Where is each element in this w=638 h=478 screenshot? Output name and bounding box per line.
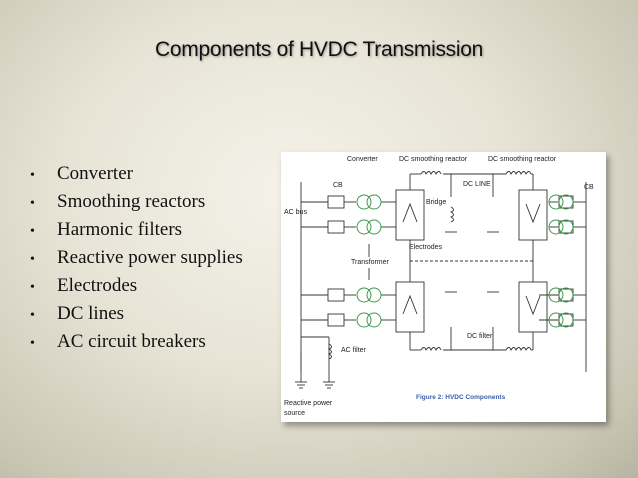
label-converter: Converter [347, 156, 378, 163]
label-dc-filter: DC filter [467, 333, 493, 340]
bullet-item: •Smoothing reactors [30, 191, 206, 212]
bullet-item: •Converter [30, 163, 133, 184]
slide-title: Components of HVDC Transmission [155, 38, 483, 61]
figure-caption: Figure 2: HVDC Components [416, 394, 506, 401]
bullet-list: •Converter •Smoothing reactors •Harmonic… [30, 160, 243, 356]
hvdc-diagram: Converter DC smoothing reactor DC smooth… [281, 152, 606, 422]
label-cb-right: CB [584, 184, 594, 191]
label-reactive-power: Reactive power [284, 400, 333, 407]
label-dc-smoothing-reactor-1: DC smoothing reactor [399, 156, 468, 163]
label-ac-bus: AC bus [284, 209, 307, 216]
label-dc-smoothing-reactor-2: DC smoothing reactor [488, 156, 557, 163]
bullet-item: •AC circuit breakers [30, 331, 206, 352]
label-dc-line: DC LINE [463, 181, 491, 188]
label-reactive-power-source: source [284, 410, 305, 417]
label-cb-left: CB [333, 182, 343, 189]
label-transformer: Transformer [351, 259, 390, 266]
hvdc-diagram-svg: Converter DC smoothing reactor DC smooth… [284, 156, 594, 417]
label-bridge: Bridge [426, 199, 446, 206]
bullet-item: •Electrodes [30, 275, 138, 296]
bullet-item: •Reactive power supplies [30, 247, 243, 268]
bullet-item: •Harmonic filters [30, 219, 183, 240]
bullet-item: •DC lines [30, 303, 125, 324]
label-ac-filter: AC filter [341, 347, 367, 354]
label-electrodes: Electrodes [409, 244, 443, 251]
